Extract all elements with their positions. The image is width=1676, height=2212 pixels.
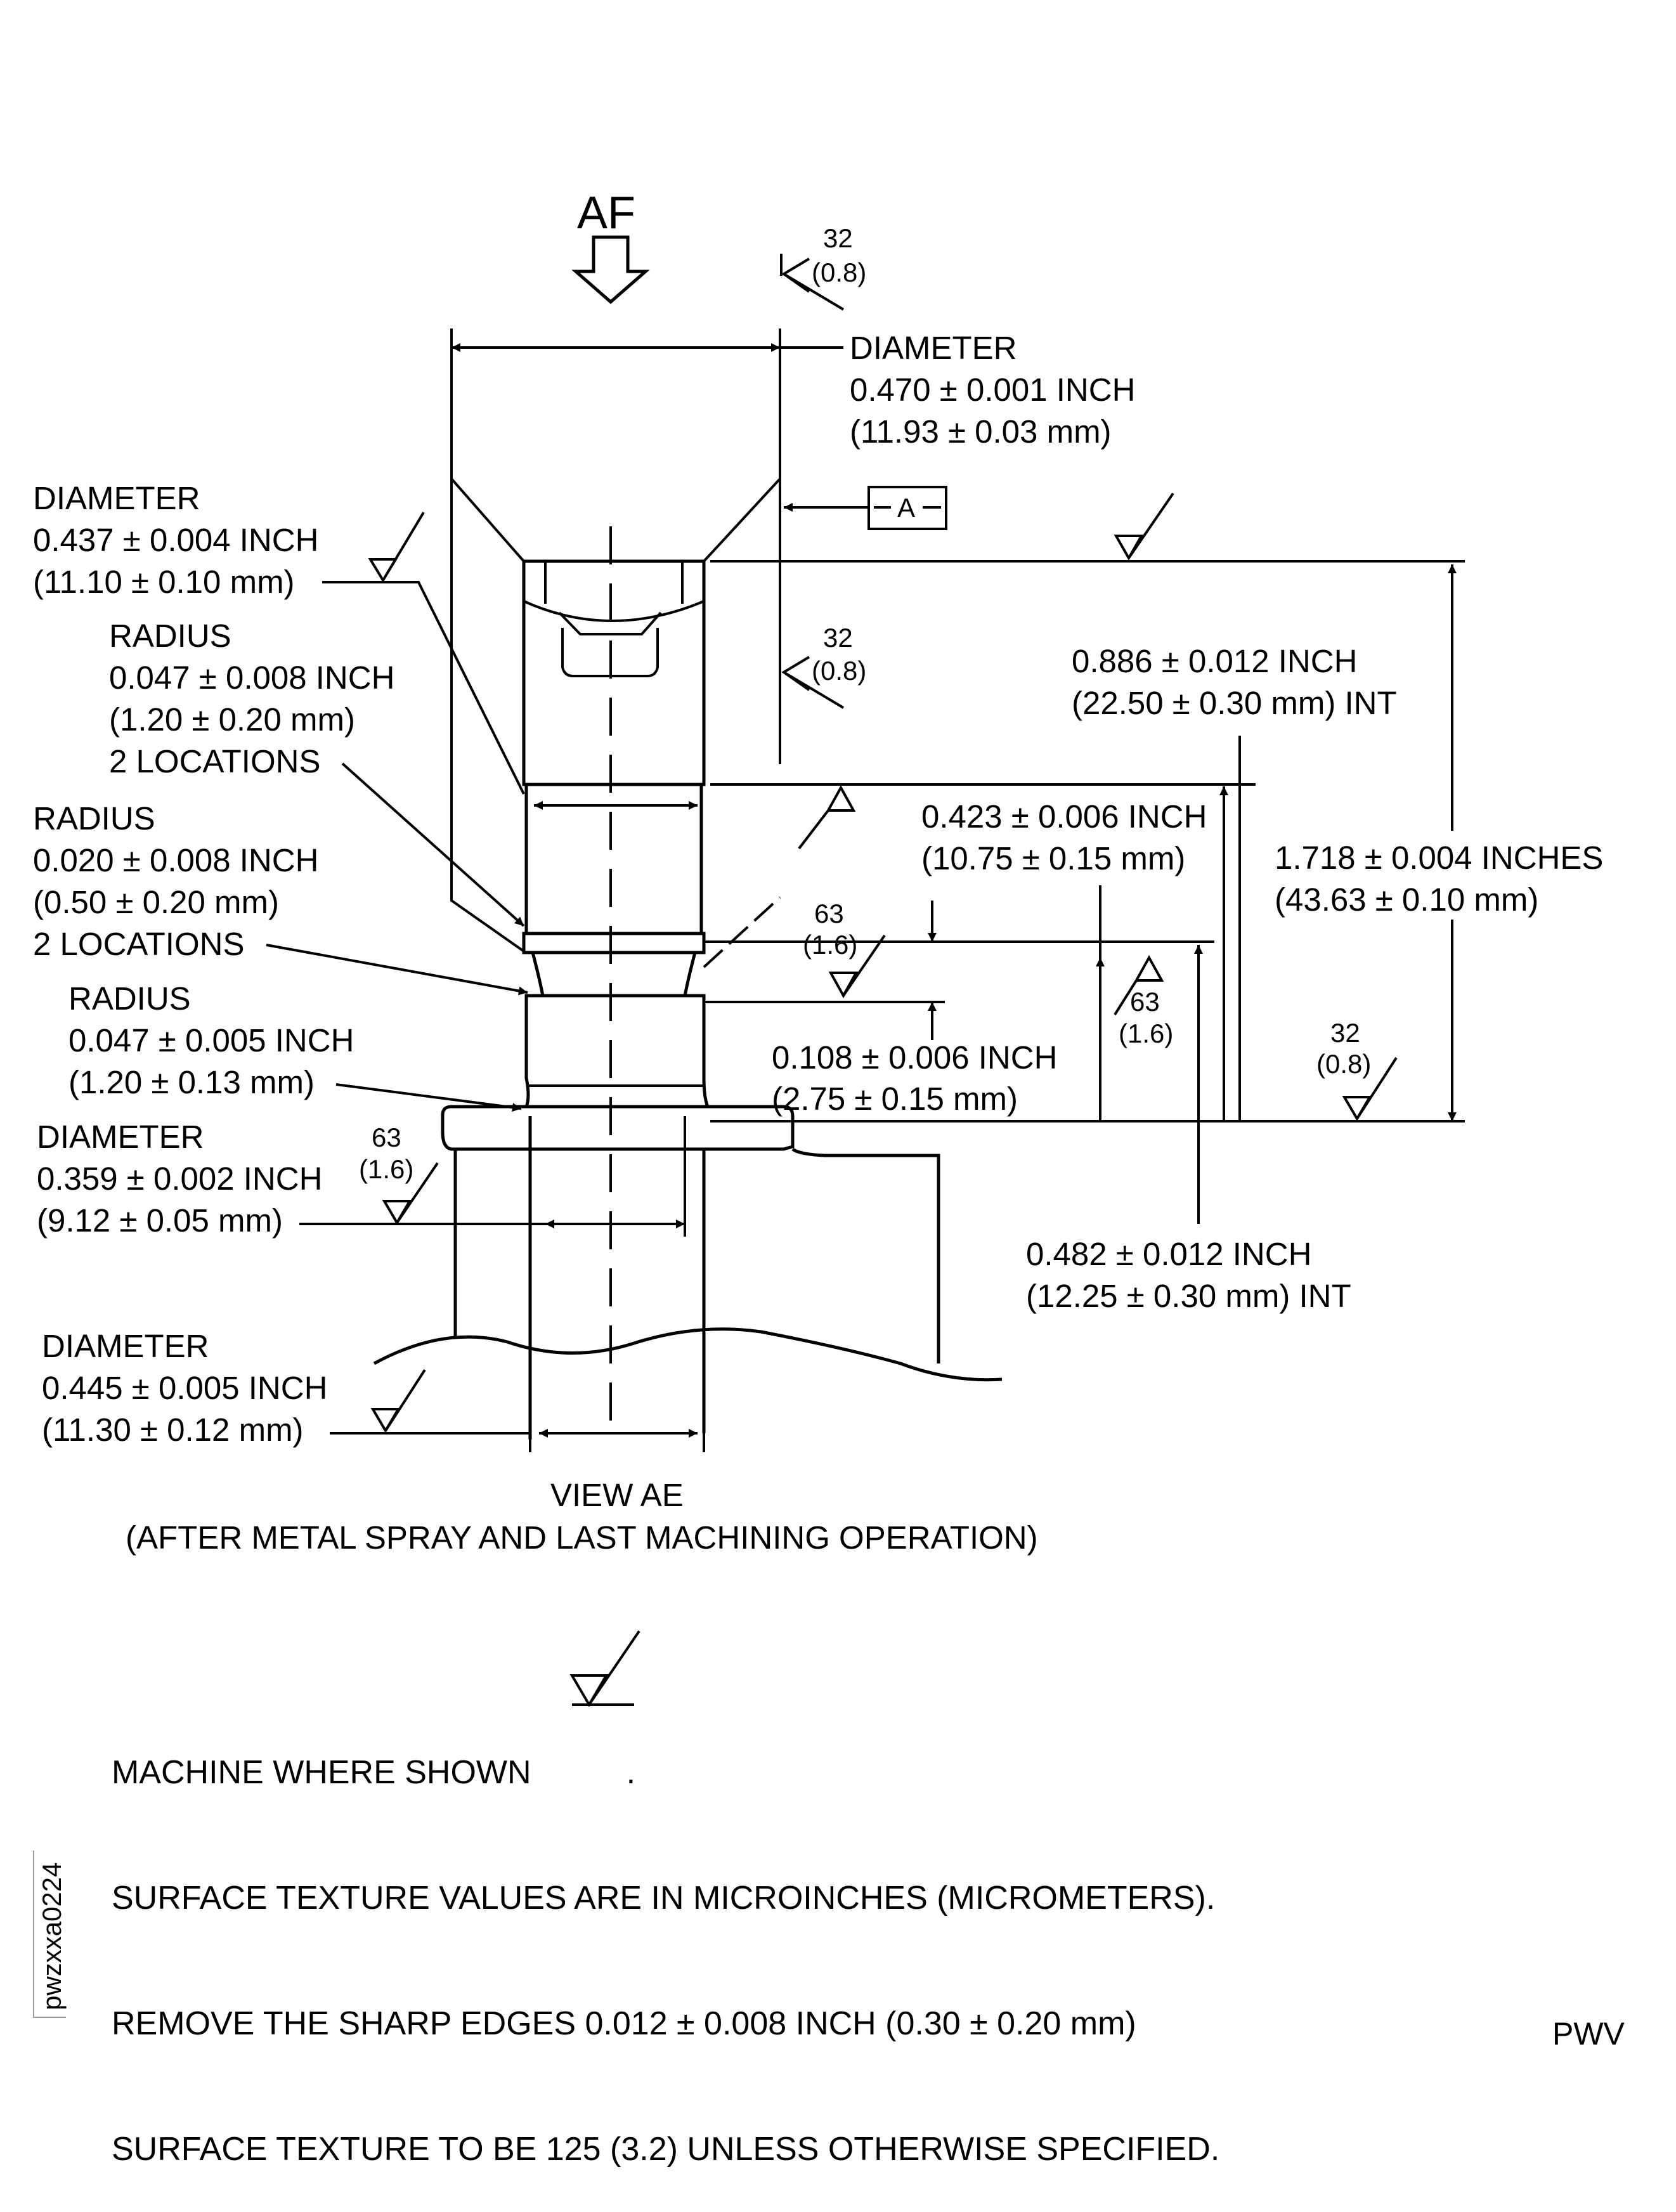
svg-text:0.047 ± 0.005 INCH: 0.047 ± 0.005 INCH xyxy=(68,1022,354,1058)
surface-texture-icon xyxy=(780,254,845,311)
surface-texture-icon xyxy=(781,656,845,709)
dim-d470: DIAMETER 0.470 ± 0.001 INCH (11.93 ± 0.0… xyxy=(450,329,1135,450)
view-caption: VIEW AE (AFTER METAL SPRAY AND LAST MACH… xyxy=(126,1477,1038,1556)
svg-text:(1.20 ± 0.13 mm): (1.20 ± 0.13 mm) xyxy=(68,1064,315,1100)
svg-text:0.482 ± 0.012 INCH: 0.482 ± 0.012 INCH xyxy=(1026,1236,1311,1272)
svg-text:DIAMETER: DIAMETER xyxy=(42,1328,209,1364)
svg-text:(11.93 ± 0.03 mm): (11.93 ± 0.03 mm) xyxy=(850,413,1112,450)
surface-texture-icon xyxy=(1114,954,1164,1016)
svg-text:0.423 ± 0.006 INCH: 0.423 ± 0.006 INCH xyxy=(921,798,1207,835)
middle-shaft xyxy=(524,784,703,934)
dim-l108: 0.108 ± 0.006 INCH (2.75 ± 0.15 mm) xyxy=(704,885,1105,1121)
svg-text:0.470 ± 0.001 INCH: 0.470 ± 0.001 INCH xyxy=(850,372,1135,408)
dim-r047a: RADIUS 0.047 ± 0.008 INCH (1.20 ± 0.20 m… xyxy=(109,618,525,927)
svg-text:(0.8): (0.8) xyxy=(812,257,866,287)
dim-l886: 0.886 ± 0.012 INCH (22.50 ± 0.30 mm) INT xyxy=(710,643,1397,1121)
svg-text:63: 63 xyxy=(372,1122,401,1152)
svg-text:2 LOCATIONS: 2 LOCATIONS xyxy=(109,743,320,779)
svg-text:(1.6): (1.6) xyxy=(359,1154,413,1184)
svg-text:0.437 ± 0.004 INCH: 0.437 ± 0.004 INCH xyxy=(33,522,318,558)
svg-text:A: A xyxy=(897,493,915,523)
surface-texture-icon xyxy=(1342,1057,1398,1121)
collar xyxy=(522,932,706,954)
svg-text:32: 32 xyxy=(1330,1018,1360,1048)
dim-l1718: 1.718 ± 0.004 INCHES (43.63 ± 0.10 mm) xyxy=(710,560,1635,1122)
svg-text:2 LOCATIONS: 2 LOCATIONS xyxy=(33,926,244,962)
break-line xyxy=(373,1327,1003,1382)
svg-text:(43.63 ± 0.10 mm): (43.63 ± 0.10 mm) xyxy=(1275,882,1538,918)
svg-text:(0.8): (0.8) xyxy=(812,656,866,686)
lower-shaft xyxy=(524,994,710,1109)
svg-text:(AFTER METAL SPRAY AND LAST MA: (AFTER METAL SPRAY AND LAST MACHINING OP… xyxy=(126,1519,1038,1556)
svg-text:(1.6): (1.6) xyxy=(1119,1018,1173,1048)
svg-text:RADIUS: RADIUS xyxy=(68,980,191,1017)
corner-code: PWV xyxy=(1552,2016,1625,2052)
svg-text:32: 32 xyxy=(823,223,853,253)
note-sharp-edges: REMOVE THE SHARP EDGES 0.012 ± 0.008 INC… xyxy=(112,2005,1136,2042)
part-outline xyxy=(373,329,1003,1440)
svg-text:63: 63 xyxy=(1130,987,1160,1017)
view-arrow: AF xyxy=(571,188,650,304)
svg-text:32: 32 xyxy=(823,623,853,653)
base-flange xyxy=(441,1105,795,1151)
svg-text:(9.12 ± 0.05 mm): (9.12 ± 0.05 mm) xyxy=(37,1202,283,1239)
figure-id-box xyxy=(33,1851,66,2018)
surface-texture-symbols: 32 (0.8) 32 (0.8) 63 (1.6) 63 (1.6) 32 (… xyxy=(359,223,1398,1433)
dim-d445: DIAMETER 0.445 ± 0.005 INCH (11.30 ± 0.1… xyxy=(42,1328,705,1452)
surface-texture-icon xyxy=(828,934,886,999)
svg-text:DIAMETER: DIAMETER xyxy=(37,1119,204,1155)
svg-text:AF: AF xyxy=(577,188,635,238)
svg-text:(10.75 ± 0.15 mm): (10.75 ± 0.15 mm) xyxy=(921,840,1185,876)
svg-text:63: 63 xyxy=(814,899,844,928)
svg-text:(1.20 ± 0.20 mm): (1.20 ± 0.20 mm) xyxy=(109,701,355,738)
svg-text:(22.50 ± 0.30 mm) INT: (22.50 ± 0.30 mm) INT xyxy=(1072,685,1397,721)
machine-symbol-icon xyxy=(569,1630,640,1707)
svg-text:(11.10 ± 0.10 mm): (11.10 ± 0.10 mm) xyxy=(33,564,295,600)
svg-text:0.020 ± 0.008 INCH: 0.020 ± 0.008 INCH xyxy=(33,842,318,878)
figure-id: pwzxxa0224 xyxy=(37,1862,67,2010)
note-surface-units: SURFACE TEXTURE VALUES ARE IN MICROINCHE… xyxy=(112,1880,1216,1916)
svg-text:0.445 ± 0.005 INCH: 0.445 ± 0.005 INCH xyxy=(42,1370,327,1406)
notes: MACHINE WHERE SHOWN. SURFACE TEXTURE VAL… xyxy=(112,1668,1219,2212)
svg-text:DIAMETER: DIAMETER xyxy=(850,330,1017,366)
svg-text:(0.8): (0.8) xyxy=(1316,1049,1371,1079)
technical-drawing: AF DIAMETER 0.470 ± 0.001 I xyxy=(33,188,1635,1707)
svg-text:(2.75 ± 0.15 mm): (2.75 ± 0.15 mm) xyxy=(772,1081,1018,1117)
dim-r047b: RADIUS 0.047 ± 0.005 INCH (1.20 ± 0.13 m… xyxy=(68,980,522,1112)
machine-symbol-icon xyxy=(798,784,856,850)
note-machine: MACHINE WHERE SHOWN xyxy=(112,1754,531,1791)
datum-a-box: A xyxy=(784,486,947,530)
view-arrow-icon xyxy=(571,235,650,304)
dim-l423: 0.423 ± 0.006 INCH (10.75 ± 0.15 mm) xyxy=(704,786,1228,1121)
dim-d359: DIAMETER 0.359 ± 0.002 INCH (9.12 ± 0.05… xyxy=(37,1116,686,1239)
svg-text:0.886 ± 0.012 INCH: 0.886 ± 0.012 INCH xyxy=(1072,643,1357,679)
svg-text:(12.25 ± 0.30 mm) INT: (12.25 ± 0.30 mm) INT xyxy=(1026,1278,1351,1314)
dim-d437: DIAMETER 0.437 ± 0.004 INCH (11.10 ± 0.1… xyxy=(33,480,698,810)
svg-text:(0.50 ± 0.20 mm): (0.50 ± 0.20 mm) xyxy=(33,884,279,920)
surface-texture-icon xyxy=(382,1162,439,1225)
hex-socket xyxy=(523,600,705,622)
svg-text:0.359 ± 0.002 INCH: 0.359 ± 0.002 INCH xyxy=(37,1161,322,1197)
machine-symbol-icon xyxy=(370,1369,426,1433)
note-period: . xyxy=(626,1754,636,1791)
machine-symbol-icon xyxy=(368,511,425,583)
svg-text:RADIUS: RADIUS xyxy=(33,800,155,836)
svg-text:RADIUS: RADIUS xyxy=(109,618,231,654)
dim-l482: 0.482 ± 0.012 INCH (12.25 ± 0.30 mm) INT xyxy=(989,940,1351,1314)
svg-text:0.108 ± 0.006 INCH: 0.108 ± 0.006 INCH xyxy=(772,1039,1057,1076)
svg-text:0.047 ± 0.008 INCH: 0.047 ± 0.008 INCH xyxy=(109,660,394,696)
top-cylinder xyxy=(522,559,706,786)
svg-text:(1.6): (1.6) xyxy=(803,930,857,960)
svg-text:(11.30 ± 0.12 mm): (11.30 ± 0.12 mm) xyxy=(42,1412,304,1448)
machine-symbol-icon xyxy=(1114,492,1174,561)
dim-r020: RADIUS 0.020 ± 0.008 INCH (0.50 ± 0.20 m… xyxy=(33,800,528,996)
svg-text:VIEW AE: VIEW AE xyxy=(550,1477,684,1513)
note-default-texture: SURFACE TEXTURE TO BE 125 (3.2) UNLESS O… xyxy=(112,2131,1220,2168)
svg-text:DIAMETER: DIAMETER xyxy=(33,480,200,516)
svg-text:1.718 ± 0.004 INCHES: 1.718 ± 0.004 INCHES xyxy=(1275,840,1603,876)
